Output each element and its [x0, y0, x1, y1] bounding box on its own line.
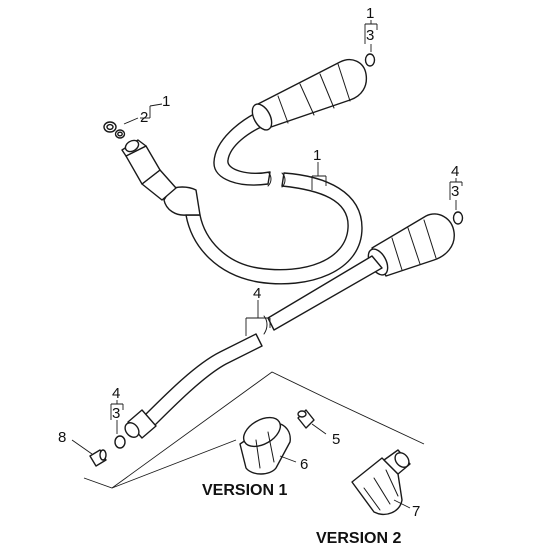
callout-3-bottom: 3: [112, 405, 120, 422]
callout-7: 7: [412, 503, 420, 520]
fitting-5: [297, 409, 315, 429]
callout-3-right: 3: [451, 183, 459, 200]
callout-4-bottom: 4: [112, 385, 120, 402]
nozzle-7: [351, 449, 411, 516]
callout-1-top: 1: [366, 5, 374, 22]
o-ring-bottom: [114, 435, 126, 449]
o-ring-top: [364, 53, 376, 67]
version-bracket: [83, 371, 425, 489]
hose-assembly: [121, 58, 368, 285]
callout-3-top: 3: [366, 27, 374, 44]
nozzle-cap-6: [239, 416, 291, 475]
version-1-label: VERSION 1: [202, 482, 287, 499]
callout-2-left: 2: [140, 109, 148, 126]
callout-4-right: 4: [451, 163, 459, 180]
callout-8: 8: [58, 429, 66, 446]
callout-1-hose: 1: [313, 147, 321, 164]
callout-5: 5: [332, 431, 340, 448]
lance-assembly: [124, 213, 455, 439]
version-2-label: VERSION 2: [316, 530, 401, 547]
leader-lines: [71, 20, 463, 509]
callout-4-lance: 4: [253, 285, 261, 302]
callout-numbers: 1 3 1 2 1 4 3 4 4 3 8 5 6 7: [58, 5, 459, 520]
version-bracket-2: [111, 439, 237, 489]
nozzle-insert-8: [89, 449, 107, 467]
callout-6: 6: [300, 456, 308, 473]
callout-1-left: 1: [162, 93, 170, 110]
o-ring-right: [452, 211, 464, 225]
o-ring-set-left: [103, 121, 126, 139]
